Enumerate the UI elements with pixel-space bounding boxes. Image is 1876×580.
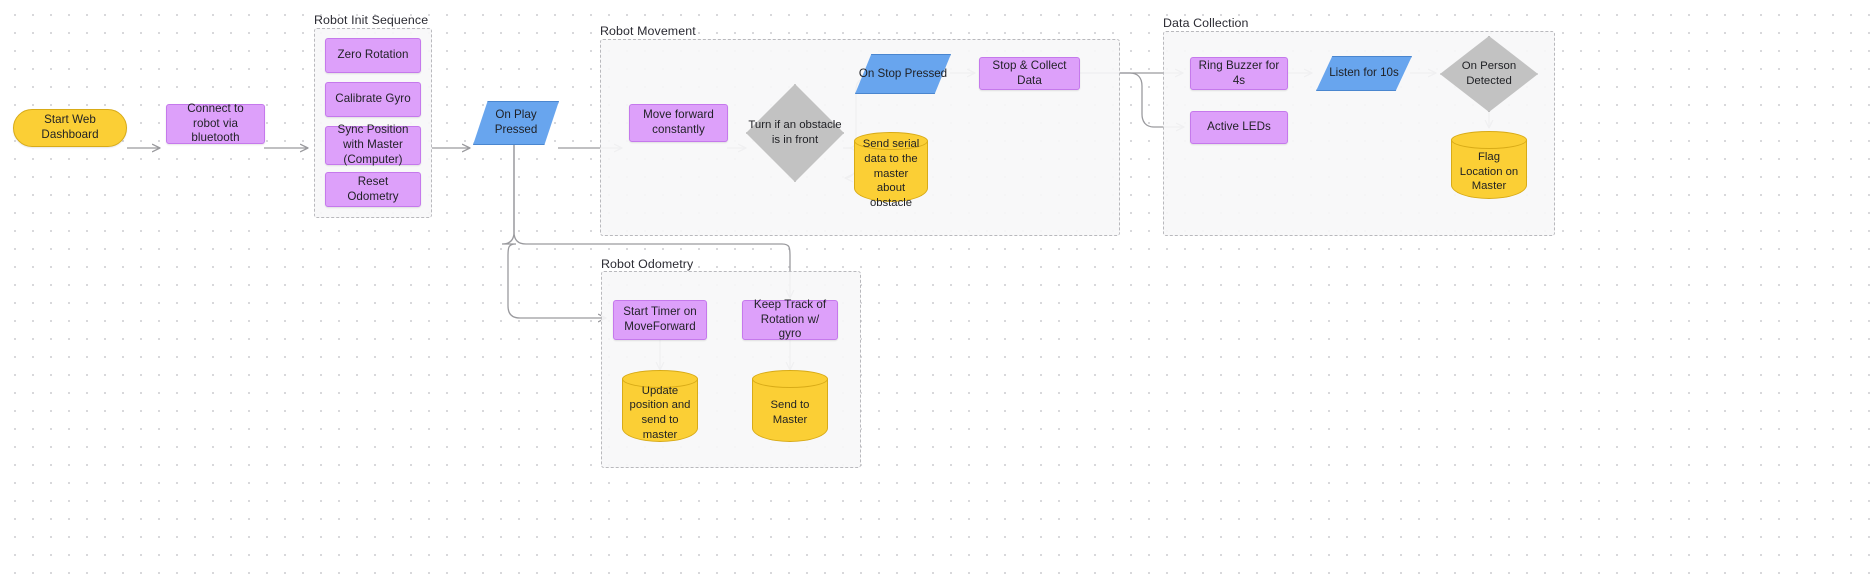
node-label: Turn if an obstacle is in front xyxy=(748,119,842,146)
cylinder-top xyxy=(854,132,928,150)
node-label: Active LEDs xyxy=(1207,120,1271,134)
node-send-serial-data[interactable]: Send serial data to the master about obs… xyxy=(854,132,928,209)
node-label: On Play Pressed xyxy=(494,108,538,136)
node-on-person-detected[interactable]: On Person Detected xyxy=(1440,36,1538,112)
node-label: Listen for 10s xyxy=(1329,66,1399,80)
node-calibrate-gyro[interactable]: Calibrate Gyro xyxy=(325,82,421,117)
node-update-position[interactable]: Update position and send to master xyxy=(622,370,698,442)
node-label: Connect to robot via bluetooth xyxy=(187,101,244,145)
node-label: Update position and send to master xyxy=(629,384,691,441)
node-connect-bluetooth[interactable]: Connect to robot via bluetooth xyxy=(166,101,265,145)
node-flag-location[interactable]: Flag Location on Master xyxy=(1451,131,1527,199)
node-ring-buzzer[interactable]: Ring Buzzer for 4s xyxy=(1190,57,1288,90)
node-sync-position[interactable]: Sync Position with Master (Computer) xyxy=(325,123,421,166)
cylinder-body xyxy=(752,379,828,442)
cylinder-top xyxy=(1451,131,1527,149)
node-label: On Stop Pressed xyxy=(858,66,948,80)
node-label: Stop & Collect Data xyxy=(992,58,1067,87)
node-label: Calibrate Gyro xyxy=(335,92,411,106)
group-label-robot-odometry: Robot Odometry xyxy=(601,257,694,271)
node-label: Sync Position with Master (Computer) xyxy=(337,123,409,166)
cylinder-body xyxy=(1451,140,1527,199)
node-keep-track-rotation[interactable]: Keep Track of Rotation w/ gyro xyxy=(742,297,838,341)
group-label-data-collection: Data Collection xyxy=(1163,16,1249,30)
node-reset-odometry[interactable]: Reset Odometry xyxy=(325,172,421,207)
node-stop-collect-data[interactable]: Stop & Collect Data xyxy=(979,57,1080,90)
node-zero-rotation[interactable]: Zero Rotation xyxy=(325,38,421,73)
node-on-play-pressed[interactable]: On Play Pressed xyxy=(473,101,559,145)
edge-play-to-start-timer xyxy=(501,144,606,318)
node-label: Zero Rotation xyxy=(337,48,409,62)
parallelogram-shape xyxy=(855,54,951,94)
node-label: Keep Track of Rotation w/ gyro xyxy=(753,297,827,341)
cylinder-body xyxy=(622,379,698,442)
node-listen-for-10s[interactable]: Listen for 10s xyxy=(1316,56,1412,91)
node-turn-if-obstacle[interactable]: Turn if an obstacle is in front xyxy=(746,84,844,182)
node-label: Flag Location on Master xyxy=(1459,150,1519,193)
node-active-leds[interactable]: Active LEDs xyxy=(1190,111,1288,144)
group-label-robot-init-sequence: Robot Init Sequence xyxy=(314,13,429,27)
node-start-web-dashboard[interactable]: Start Web Dashboard xyxy=(13,109,127,147)
node-label: Send to Master xyxy=(770,399,810,426)
node-label: Move forward constantly xyxy=(643,108,714,136)
node-send-to-master[interactable]: Send to Master xyxy=(752,370,828,442)
node-label: Reset Odometry xyxy=(347,174,399,203)
cylinder-body xyxy=(854,141,928,202)
cylinder-top xyxy=(752,370,828,388)
node-start-timer[interactable]: Start Timer on MoveForward xyxy=(613,300,707,340)
parallelogram-shape xyxy=(1316,56,1412,91)
cylinder-top xyxy=(622,370,698,388)
group-label-robot-movement: Robot Movement xyxy=(600,24,696,38)
node-label: Start Timer on MoveForward xyxy=(623,305,697,333)
node-label: Ring Buzzer for 4s xyxy=(1198,58,1280,87)
node-on-stop-pressed[interactable]: On Stop Pressed xyxy=(855,54,951,94)
node-label: Send serial data to the master about obs… xyxy=(863,138,920,209)
node-move-forward[interactable]: Move forward constantly xyxy=(629,104,728,142)
node-label: On Person Detected xyxy=(1461,60,1517,87)
node-label: Start Web Dashboard xyxy=(41,113,99,141)
